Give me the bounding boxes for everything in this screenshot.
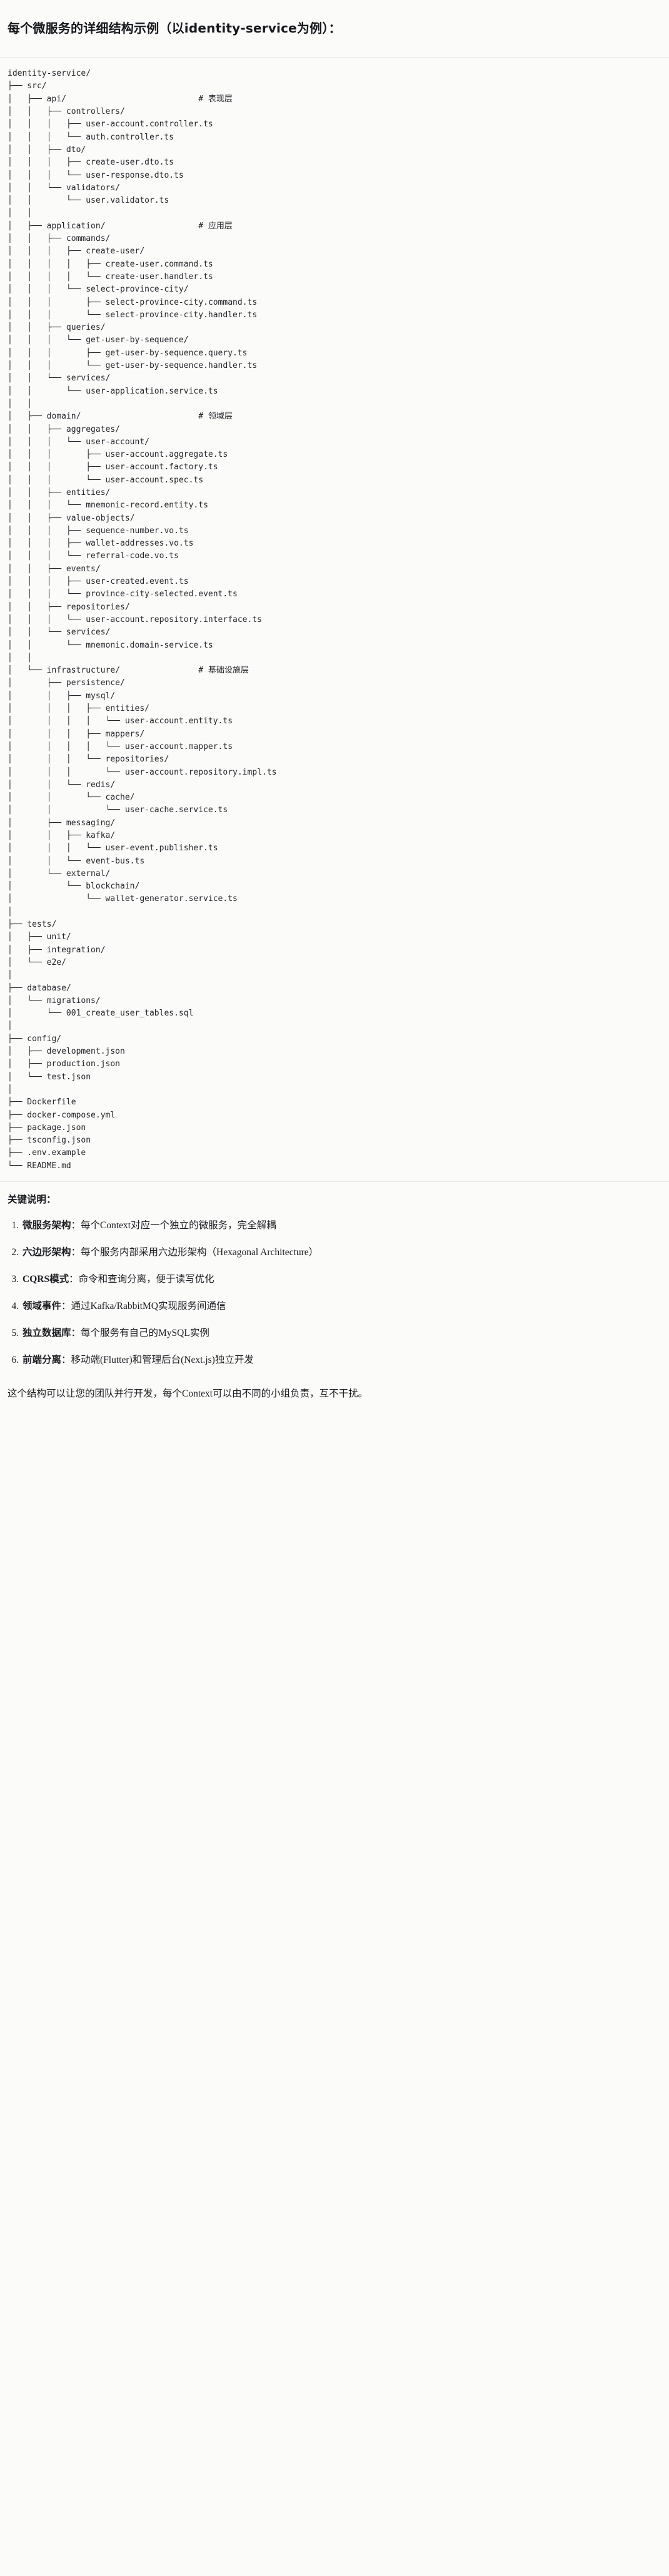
- note-term: CQRS模式: [23, 1273, 69, 1285]
- list-item: 前端分离：移动端(Flutter)和管理后台(Next.js)独立开发: [21, 1353, 661, 1368]
- list-item: 独立数据库：每个服务有自己的MySQL实例: [21, 1326, 661, 1341]
- key-notes-list: 微服务架构：每个Context对应一个独立的微服务，完全解耦 六边形架构：每个服…: [8, 1218, 661, 1368]
- note-desc: ：每个服务内部采用六边形架构（Hexagonal Architecture）: [71, 1246, 319, 1258]
- note-term: 微服务架构: [23, 1219, 71, 1231]
- directory-tree: identity-service/ ├── src/ │ ├── api/ # …: [8, 69, 277, 1171]
- note-term: 前端分离: [23, 1354, 62, 1365]
- note-term: 领域事件: [23, 1300, 62, 1311]
- note-desc: ：移动端(Flutter)和管理后台(Next.js)独立开发: [61, 1354, 254, 1365]
- list-item: 微服务架构：每个Context对应一个独立的微服务，完全解耦: [21, 1218, 661, 1233]
- tree-divider: [0, 1181, 669, 1183]
- note-desc: ：每个Context对应一个独立的微服务，完全解耦: [71, 1219, 276, 1231]
- page-title: 每个微服务的详细结构示例（以identity-service为例）：: [8, 20, 341, 36]
- list-item: CQRS模式：命令和查询分离，便于读写优化: [21, 1272, 661, 1287]
- closing-paragraph: 这个结构可以让您的团队并行开发，每个Context可以由不同的小组负责，互不干扰…: [8, 1388, 368, 1399]
- key-notes-block: 关键说明： 微服务架构：每个Context对应一个独立的微服务，完全解耦 六边形…: [0, 1182, 669, 1373]
- note-desc: ：每个服务有自己的MySQL实例: [71, 1327, 209, 1338]
- note-desc: ：命令和查询分离，便于读写优化: [69, 1273, 214, 1285]
- page-root: 每个微服务的详细结构示例（以identity-service为例）： ident…: [0, 10, 669, 1415]
- list-item: 六边形架构：每个服务内部采用六边形架构（Hexagonal Architectu…: [21, 1245, 661, 1260]
- note-desc: ：通过Kafka/RabbitMQ实现服务间通信: [61, 1300, 226, 1311]
- title-divider: [0, 57, 669, 58]
- list-item: 领域事件：通过Kafka/RabbitMQ实现服务间通信: [21, 1299, 661, 1314]
- note-term: 六边形架构: [23, 1246, 71, 1258]
- note-term: 独立数据库: [23, 1327, 71, 1338]
- key-notes-title: 关键说明：: [8, 1194, 56, 1206]
- directory-tree-block: identity-service/ ├── src/ │ ├── api/ # …: [0, 58, 669, 1182]
